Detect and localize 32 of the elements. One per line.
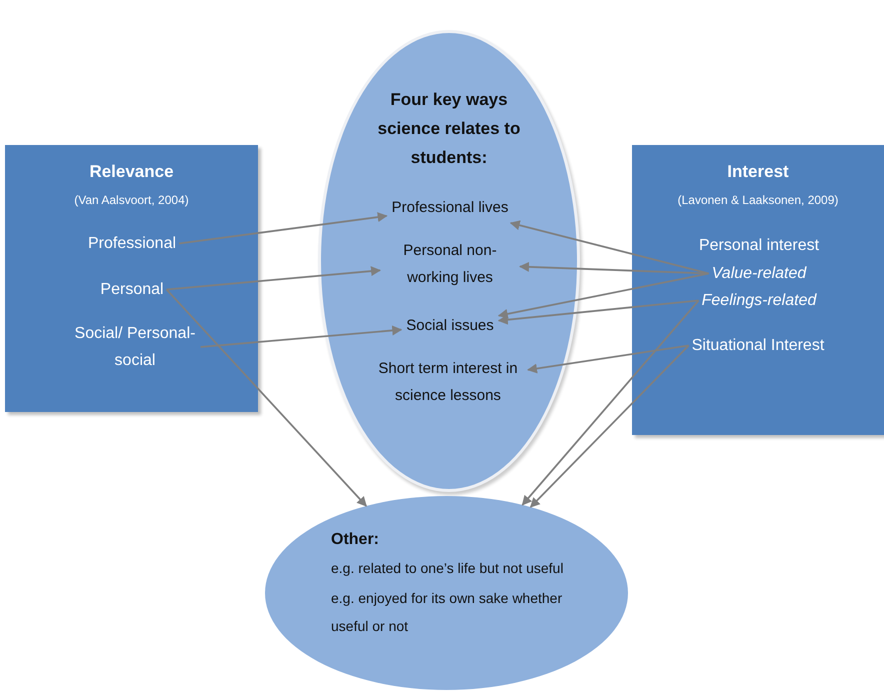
node-label: Short term interest in science lessons — [373, 355, 523, 409]
category-box — [5, 145, 258, 412]
node-label: Feelings-related — [702, 287, 816, 314]
node-label: Personal interest — [698, 232, 820, 259]
arrow — [510, 220, 709, 274]
citation-text: (Van Aalsvoort, 2004) — [73, 192, 190, 208]
example-text: e.g. enjoyed for its own sake whether useful or not — [331, 589, 564, 636]
arrow — [527, 344, 689, 374]
arrow — [178, 212, 388, 244]
ellipse-title: Four key ways science relates to students: — [376, 89, 522, 169]
node-label: Situational Interest — [692, 332, 824, 359]
arrow — [522, 300, 700, 506]
example-text: e.g. related to one’s life but not useful — [331, 559, 564, 578]
node-label: Social/ Personal-social — [72, 320, 198, 374]
node-label: Value-related — [712, 260, 806, 287]
node-label: Personal — [100, 276, 164, 303]
citation-text: (Lavonen & Laaksonen, 2009) — [676, 192, 840, 208]
node-label: Professional lives — [392, 194, 508, 221]
arrow — [200, 326, 402, 348]
arrow — [498, 272, 709, 319]
node-label: Personal non-working lives — [385, 237, 515, 291]
arrow — [530, 344, 690, 508]
arrow — [519, 262, 709, 274]
arrow — [498, 300, 699, 325]
node-label: Professional — [88, 230, 176, 257]
node-label: Social issues — [406, 312, 494, 339]
box-title: Relevance — [88, 161, 175, 183]
arrow — [166, 288, 367, 507]
category-box — [632, 145, 884, 435]
ellipse-title: Other: — [331, 530, 380, 550]
box-title: Interest — [726, 161, 790, 183]
arrow — [166, 266, 381, 290]
